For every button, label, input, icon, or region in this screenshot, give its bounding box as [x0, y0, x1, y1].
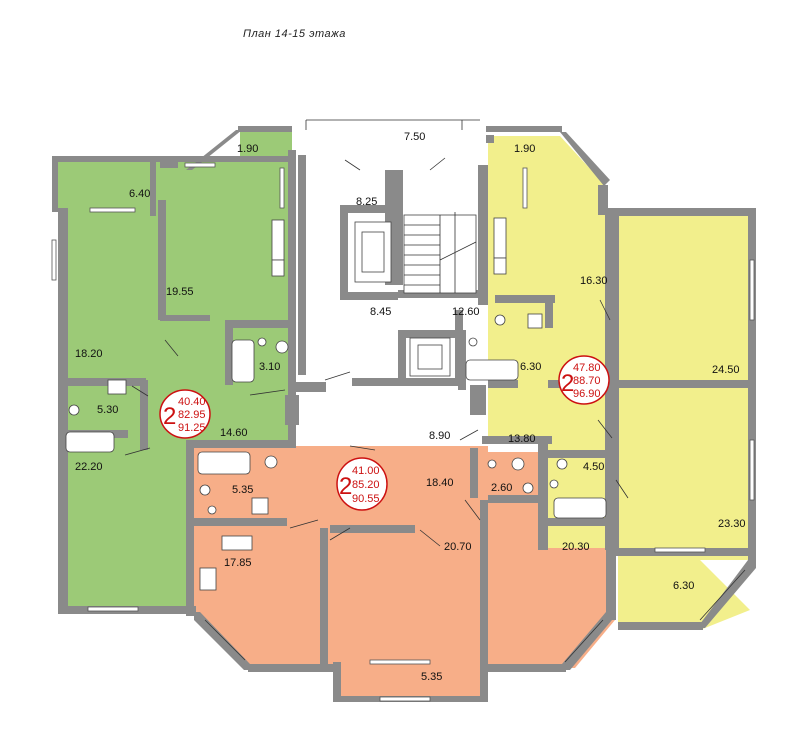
- badge-yellow-total: 88.70: [573, 375, 601, 387]
- label-yellow-loggia: 6.30: [673, 580, 694, 592]
- label-yellow-hall: 13.80: [508, 433, 536, 445]
- badge-orange-rooms: 2: [339, 473, 352, 500]
- label-green-bath: 3.10: [259, 361, 280, 373]
- badge-orange-total: 85.20: [352, 479, 380, 491]
- room-labels: 6.40 1.90 18.20 19.55 3.10 5.30 14.60 22…: [75, 131, 746, 683]
- label-green-bedroom-b: 19.55: [166, 286, 194, 298]
- apartment-orange-fill: [192, 446, 615, 700]
- label-corridor-main: 8.90: [429, 430, 450, 442]
- label-orange-room-a: 20.70: [444, 541, 472, 553]
- label-stairs: 8.45: [370, 306, 391, 318]
- apartment-green-fill: [52, 130, 292, 612]
- door-swings: [124, 157, 629, 547]
- label-lift-hall: 8.25: [356, 196, 377, 208]
- label-orange-wc: 2.60: [491, 482, 512, 494]
- label-hall-top: 7.50: [404, 131, 425, 143]
- label-yellow-room-b: 24.50: [712, 364, 740, 376]
- label-green-bedroom-a: 18.20: [75, 348, 103, 360]
- label-green-hall: 14.60: [220, 427, 248, 439]
- badge-green: 2 40.40 82.95 91.25: [159, 389, 211, 439]
- label-orange-hall: 18.40: [426, 477, 454, 489]
- apartment-green: [52, 130, 292, 612]
- label-yellow-wc: 4.50: [583, 461, 604, 473]
- label-green-kitchen: 22.20: [75, 461, 103, 473]
- label-orange-loggia: 5.35: [421, 671, 442, 683]
- badge-green-living: 40.40: [178, 396, 206, 408]
- badge-green-gross: 91.25: [178, 422, 206, 434]
- label-corridor-right: 12.60: [452, 306, 480, 318]
- label-green-wc: 5.30: [97, 404, 118, 416]
- badge-green-total: 82.95: [178, 409, 206, 421]
- apartment-orange: [192, 446, 615, 700]
- plan-title: План 14-15 этажа: [243, 28, 346, 40]
- badge-yellow-living: 47.80: [573, 362, 601, 374]
- label-green-loggia: 6.40: [129, 188, 150, 200]
- label-yellow-room-a: 16.30: [580, 275, 608, 287]
- label-yellow-balcony: 1.90: [514, 143, 535, 155]
- badge-green-rooms: 2: [163, 403, 176, 430]
- label-green-balcony: 1.90: [237, 143, 258, 155]
- label-yellow-room-c: 23.30: [718, 518, 746, 530]
- badge-orange: 2 41.00 85.20 90.55: [336, 457, 388, 511]
- label-orange-room-b: 20.30: [562, 541, 590, 553]
- walls: [52, 126, 756, 702]
- badge-orange-living: 41.00: [352, 465, 380, 477]
- badge-yellow: 2 47.80 88.70 96.90: [558, 355, 610, 405]
- badge-yellow-rooms: 2: [561, 370, 574, 397]
- windows: [51, 119, 755, 702]
- label-orange-kitchen: 17.85: [224, 557, 252, 569]
- stair-and-lift: [354, 212, 477, 377]
- label-yellow-bath: 6.30: [520, 361, 541, 373]
- label-orange-bath: 5.35: [232, 484, 253, 496]
- badge-yellow-gross: 96.90: [573, 388, 601, 400]
- fixtures: [65, 217, 607, 591]
- badge-orange-gross: 90.55: [352, 493, 380, 505]
